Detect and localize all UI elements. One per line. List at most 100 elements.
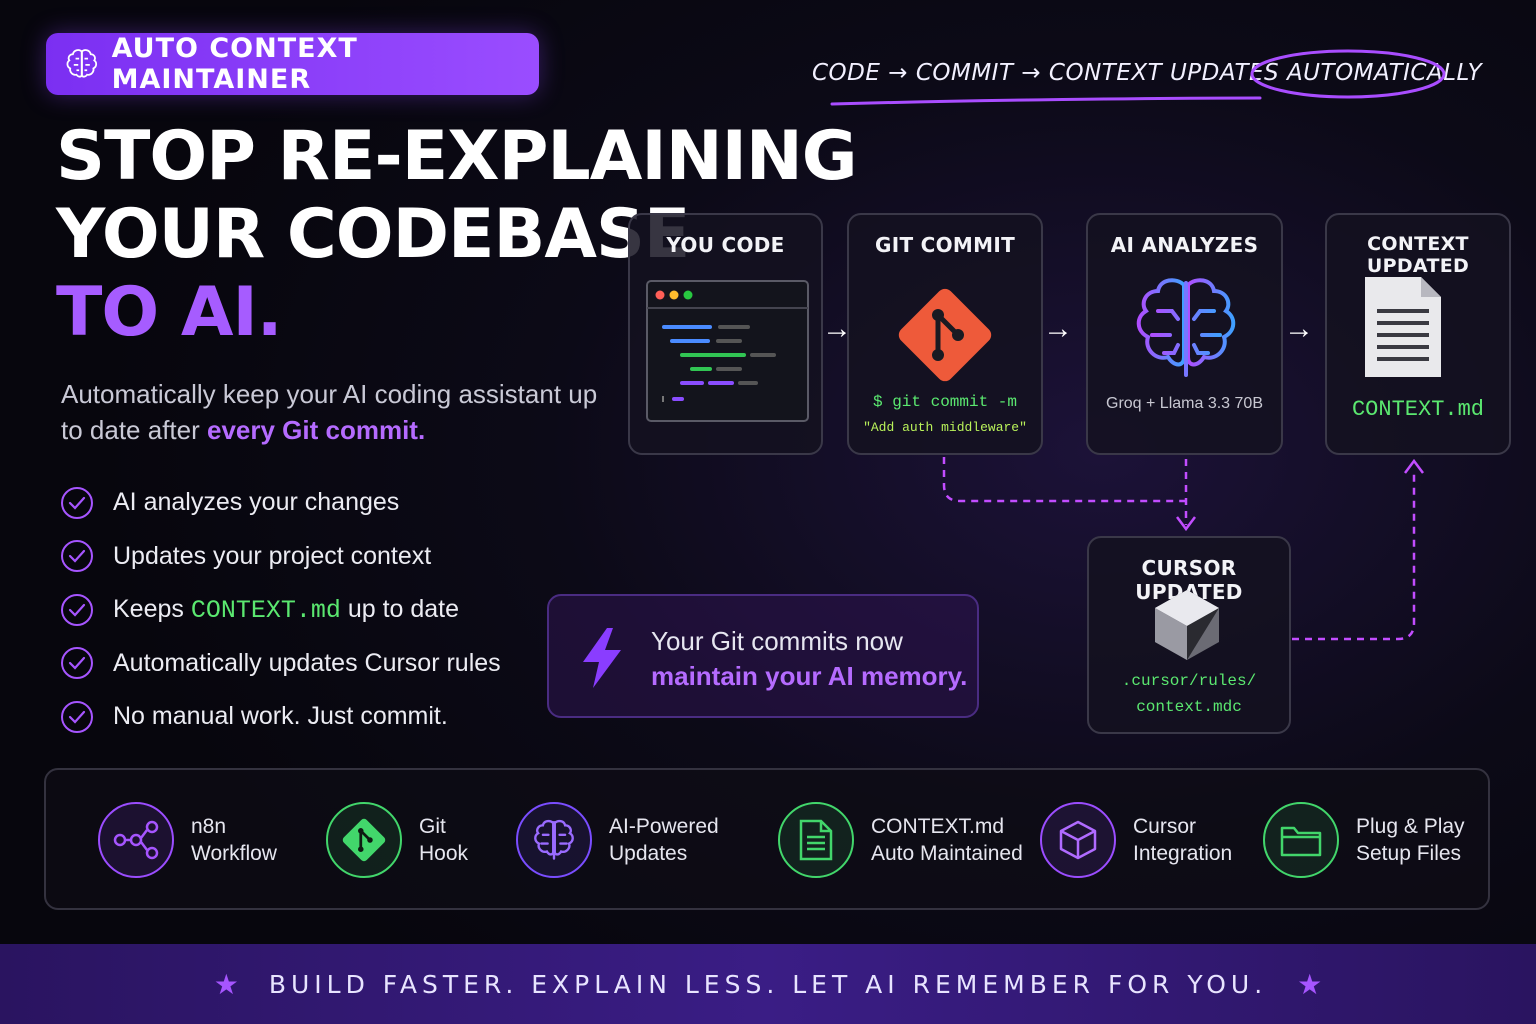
flow-card-git-commit: GIT COMMIT $ git commit -m "Add auth mid… (847, 213, 1043, 455)
checklist-code: CONTEXT.md (190, 595, 341, 625)
headline-line2: YOUR CODEBASE (56, 195, 690, 274)
folder-icon (1280, 826, 1322, 857)
feature-checklist: AI analyzes your changes Updates your pr… (60, 476, 501, 744)
footer-banner: ★ BUILD FASTER. EXPLAIN LESS. LET AI REM… (0, 944, 1536, 1024)
feature-icon-circle (778, 802, 854, 878)
check-circle-icon (61, 486, 93, 519)
checklist-item: No manual work. Just commit. (60, 690, 501, 744)
flow-dashed-connectors (942, 457, 1424, 641)
code-editor-icon (646, 280, 809, 422)
callout-line1: Your Git commits now (651, 626, 903, 656)
tagline-commit: COMMIT (915, 60, 1014, 86)
cube-icon (1059, 820, 1097, 860)
subtitle-text: Automatically keep your AI coding assist… (61, 379, 598, 445)
check-circle-icon (61, 647, 93, 680)
headline-line3: TO AI. (56, 273, 283, 352)
checklist-item: Automatically updates Cursor rules (60, 637, 501, 691)
context-file-label: CONTEXT.md (1351, 397, 1485, 422)
flow-arrow: → (1043, 312, 1073, 345)
card-title: AI ANALYZES (1110, 233, 1259, 257)
subtitle: Automatically keep your AI coding assist… (61, 376, 621, 448)
brain-icon (66, 49, 98, 78)
star-icon: ★ (213, 968, 239, 1000)
flow-card-cursor-updated: CURSOR UPDATED .cursor/rules/ context.md… (1087, 536, 1291, 734)
tagline-arrow: → (888, 60, 908, 86)
feature-label-line2: Integration (1133, 842, 1233, 865)
checklist-item: Updates your project context (60, 530, 501, 584)
flow-arrow: → (1284, 312, 1314, 345)
feature-label-line2: Workflow (191, 842, 277, 865)
headline-line1: STOP RE-EXPLAINING (56, 117, 858, 196)
flow-card-context-updated: CONTEXT UPDATED CONTEXT.md (1325, 213, 1511, 455)
feature-icon-circle (1040, 802, 1116, 878)
ai-model-label: Groq + Llama 3.3 70B (1106, 395, 1263, 412)
callout-box: Your Git commits now maintain your AI me… (547, 594, 979, 718)
feature-icon-circle (326, 802, 402, 878)
cursor-logo-icon (1155, 590, 1219, 660)
brain-icon (534, 819, 574, 860)
cursor-path-line2: context.mdc (1136, 698, 1242, 716)
git-icon (342, 818, 386, 862)
lightning-icon (583, 628, 621, 688)
headline: STOP RE-EXPLAINING YOUR CODEBASE TO AI. (56, 117, 858, 352)
check-circle-icon (61, 540, 93, 573)
feature-label-line2: Auto Maintained (871, 842, 1023, 865)
checklist-text: Updates your project context (113, 541, 432, 570)
feature-icon-circle (1263, 802, 1339, 878)
tagline-underline-scribble (830, 49, 1446, 106)
document-icon (1365, 277, 1441, 377)
workflow-icon (113, 820, 159, 860)
callout-line2: maintain your AI memory. (651, 661, 968, 691)
feature-label-line1: Cursor (1133, 815, 1197, 838)
feature-label-line2: Hook (419, 842, 469, 865)
feature-label-line2: Updates (609, 842, 688, 865)
flow-card-ai-analyzes: AI ANALYZES Groq + Llama 3.3 70B (1086, 213, 1283, 455)
card-title: CONTEXT UPDATED (1366, 233, 1470, 277)
brain-icon (1136, 278, 1236, 377)
badge-label: AUTO CONTEXT MAINTAINER (111, 33, 358, 95)
checklist-text-after: up to date (340, 594, 460, 623)
feature-icon-circle (98, 802, 174, 878)
git-commit-message: "Add auth middleware" (863, 420, 1027, 435)
tagline-context-updates: CONTEXT UPDATES (1048, 60, 1280, 86)
checklist-text-before: Keeps (113, 594, 191, 623)
footer-text: BUILD FASTER. EXPLAIN LESS. LET AI REMEM… (268, 969, 1268, 999)
git-icon (898, 288, 992, 382)
card-title: GIT COMMIT (874, 233, 1016, 257)
feature-label-line1: n8n (191, 815, 227, 838)
feature-label-line1: AI-Powered (609, 815, 719, 838)
callout-text: Your Git commits now maintain your AI me… (651, 624, 967, 694)
checklist-text: Keeps CONTEXT.md up to date (113, 595, 459, 625)
flow-card-you-code: YOU CODE (628, 213, 823, 455)
document-icon (799, 819, 833, 861)
feature-label-line1: Git (419, 815, 446, 838)
check-circle-icon (61, 700, 93, 733)
checklist-text: No manual work. Just commit. (113, 702, 448, 731)
star-icon: ★ (1297, 968, 1323, 1000)
cursor-path-line1: .cursor/rules/ (1121, 672, 1257, 690)
checklist-text: Automatically updates Cursor rules (113, 648, 501, 677)
checklist-item: AI analyzes your changes (60, 476, 501, 530)
feature-label-line2: Setup Files (1356, 842, 1462, 865)
checklist-item: Keeps CONTEXT.md up to date (60, 583, 501, 637)
tagline: CODE → COMMIT → CONTEXT UPDATES AUTOMATI… (812, 60, 1482, 86)
checklist-text: AI analyzes your changes (113, 488, 400, 517)
subtitle-highlight: every Git commit. (206, 415, 426, 445)
feature-label-line1: Plug & Play (1356, 815, 1465, 838)
tagline-arrow: → (1021, 60, 1042, 86)
check-circle-icon (61, 593, 93, 626)
git-command: $ git commit -m (872, 393, 1018, 411)
